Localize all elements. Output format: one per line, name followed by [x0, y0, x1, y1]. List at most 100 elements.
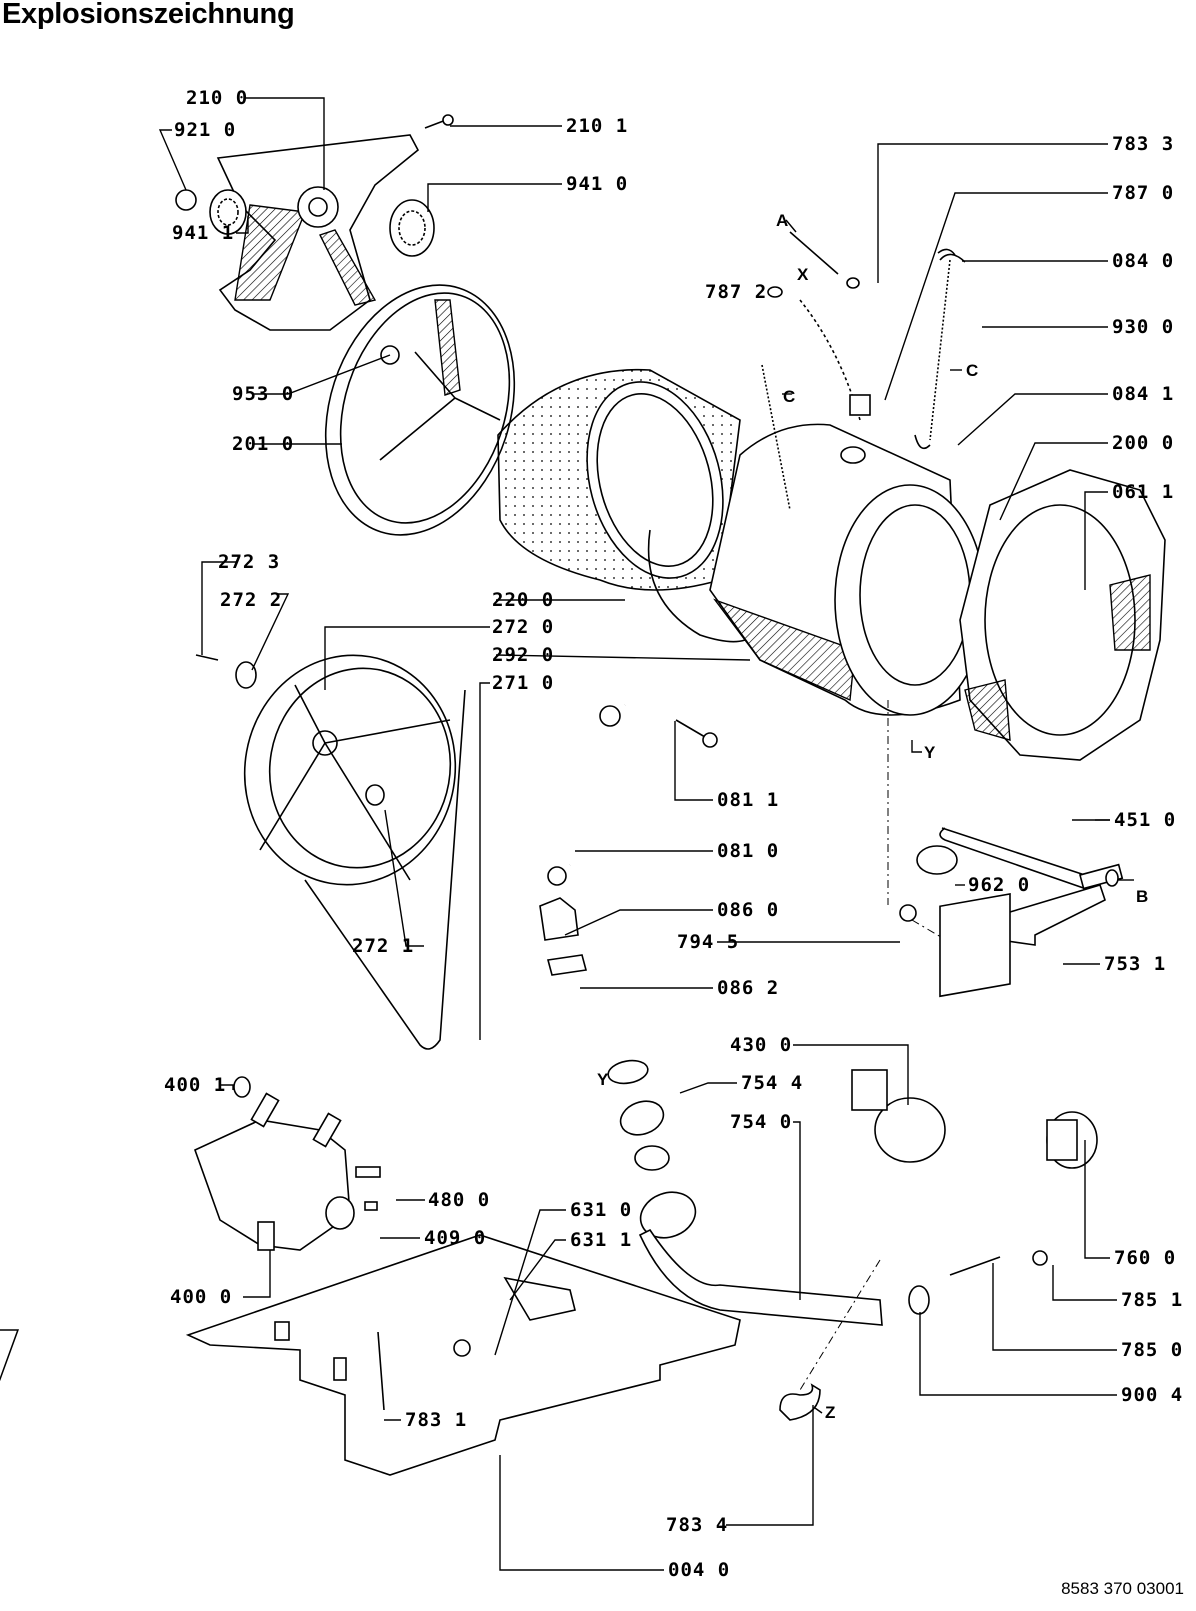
pulley-washer-part: [235, 661, 257, 689]
part-label-081-0: 081 0: [717, 840, 779, 862]
part-label-787-0: 787 0: [1112, 182, 1174, 204]
tube-783-1-part: [377, 1331, 385, 1411]
bellows-hose-part: [799, 299, 871, 421]
part-label-004-0: 004 0: [668, 1559, 730, 1581]
part-label-271-0: 271 0: [492, 672, 554, 694]
motor-screw-part: [233, 1076, 251, 1098]
pulley-part: [243, 654, 457, 886]
part-label-754-4: 754 4: [741, 1072, 803, 1094]
spring-hook-part: [939, 253, 966, 263]
part-label-272-0: 272 0: [492, 616, 554, 638]
screw-part: [424, 114, 454, 129]
part-label-409-0: 409 0: [424, 1227, 486, 1249]
ref-letter-c-left: C: [783, 387, 795, 406]
page-title: Explosionszeichnung: [2, 0, 295, 30]
bolt-part: [675, 719, 718, 748]
part-label-400-0: 400 0: [170, 1286, 232, 1308]
spring-left-part: [761, 364, 791, 511]
pump-filter-part: [1046, 1111, 1098, 1169]
hose-785-part: [949, 1256, 1001, 1276]
part-label-086-2: 086 2: [717, 977, 779, 999]
part-label-930-0: 930 0: [1112, 316, 1174, 338]
part-label-272-3: 272 3: [218, 551, 280, 573]
spring-right-part: [914, 248, 956, 450]
part-label-941-1: 941 1: [172, 222, 234, 244]
bearing-small-part: [209, 189, 247, 235]
part-label-631-1: 631 1: [570, 1229, 632, 1251]
part-label-754-0: 754 0: [730, 1111, 792, 1133]
part-label-081-1: 081 1: [717, 789, 779, 811]
inner-drum-part: [497, 368, 741, 591]
connector-480-part: [355, 1166, 381, 1178]
connector-part: [846, 277, 860, 289]
ref-letter-z: Z: [825, 1403, 835, 1422]
part-label-480-0: 480 0: [428, 1189, 490, 1211]
part-label-210-1: 210 1: [566, 115, 628, 137]
part-label-785-0: 785 0: [1121, 1339, 1183, 1361]
drum-seal-part: [647, 529, 746, 643]
sensor-tip-part: [1105, 869, 1119, 887]
drum-rear-wall-part: [324, 284, 516, 536]
ref-letter-c-right: C: [966, 361, 978, 380]
sump-hose-part: [638, 1191, 883, 1326]
part-label-900-4: 900 4: [1121, 1384, 1183, 1406]
seal-ring-part: [607, 1059, 649, 1085]
part-label-783-1: 783 1: [405, 1409, 467, 1431]
part-label-631-0: 631 0: [570, 1199, 632, 1221]
drain-pump-part: [851, 892, 1011, 1163]
part-label-084-1: 084 1: [1112, 383, 1174, 405]
part-label-400-1: 400 1: [164, 1074, 226, 1096]
part-label-953-0: 953 0: [232, 383, 294, 405]
ref-letter-x: X: [797, 265, 809, 284]
hose-clamp-900-part: [908, 1285, 930, 1315]
circlip-part: [175, 189, 197, 211]
ref-letter-y-sump: Y: [597, 1070, 609, 1089]
part-label-783-4: 783 4: [666, 1514, 728, 1536]
ref-letter-a: A: [776, 211, 788, 230]
shock-clip-lower-part: [546, 954, 588, 976]
part-label-430-0: 430 0: [730, 1034, 792, 1056]
part-label-785-1: 785 1: [1121, 1289, 1183, 1311]
part-label-084-0: 084 0: [1112, 250, 1174, 272]
part-label-760-0: 760 0: [1114, 1247, 1176, 1269]
elbow-hose-part: [779, 1383, 821, 1421]
drum-spider-part: [216, 134, 420, 331]
part-label-086-0: 086 0: [717, 899, 779, 921]
part-label-921-0: 921 0: [174, 119, 236, 141]
connector-409-part: [364, 1201, 378, 1211]
part-label-962-0: 962 0: [968, 874, 1030, 896]
hose-clamp-part: [767, 286, 783, 298]
part-label-201-0: 201 0: [232, 433, 294, 455]
part-label-783-3: 783 3: [1112, 133, 1174, 155]
shock-clip-part: [539, 897, 579, 941]
ref-letter-y-tub: Y: [924, 743, 936, 762]
tub-part: [709, 423, 986, 716]
shock-absorber-part: [547, 701, 635, 886]
document-number: 8583 370 03001: [1061, 1579, 1184, 1598]
bearing-large-part: [389, 199, 435, 257]
motor-part: [194, 1092, 355, 1251]
part-label-200-0: 200 0: [1112, 432, 1174, 454]
sump-valve-part: [634, 1145, 670, 1171]
part-label-787-2: 787 2: [705, 281, 767, 303]
part-label-753-1: 753 1: [1104, 953, 1166, 975]
base-plate-part: [0, 1234, 741, 1476]
hose-clip-785-part: [1032, 1250, 1048, 1266]
plug-part: [899, 904, 917, 922]
tube-part: [789, 231, 839, 275]
part-label-220-0: 220 0: [492, 589, 554, 611]
pulley-screw-part: [195, 654, 219, 661]
part-label-292-0: 292 0: [492, 644, 554, 666]
leader-lines: [158, 97, 1117, 1571]
front-ring-part: [959, 469, 1166, 761]
part-label-794-5: 794 5: [677, 931, 739, 953]
part-label-061-1: 061 1: [1112, 481, 1174, 503]
part-label-210-0: 210 0: [186, 87, 248, 109]
sump-gasket-part: [619, 1100, 665, 1136]
ref-letter-leaders: [782, 219, 1134, 1414]
part-label-941-0: 941 0: [566, 173, 628, 195]
part-label-451-0: 451 0: [1114, 809, 1176, 831]
heater-bracket-part: [916, 845, 958, 875]
part-label-272-2: 272 2: [220, 589, 282, 611]
